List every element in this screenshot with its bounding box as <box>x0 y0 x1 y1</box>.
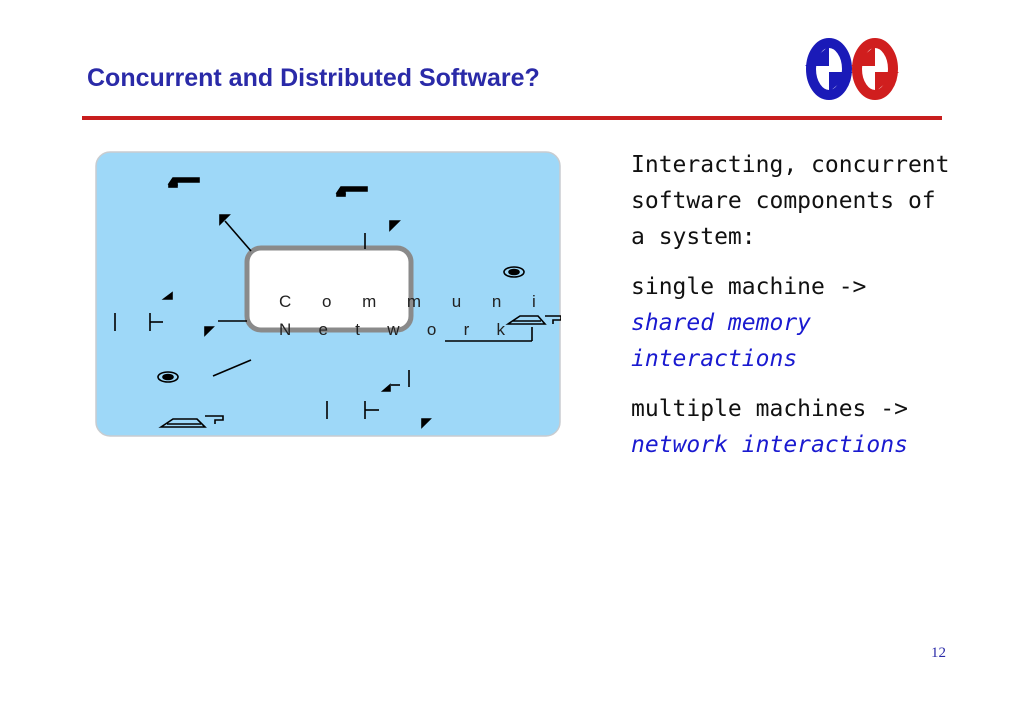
pointer-icon-1 <box>219 214 231 226</box>
link-line-5 <box>212 359 252 377</box>
shared-memory-emphasis: shared memory interactions <box>631 310 812 372</box>
terminal-icon-1 <box>505 315 561 325</box>
terminal-icon-2 <box>158 415 224 428</box>
pointer-icon-6 <box>421 418 432 429</box>
computer-icon-1 <box>167 177 200 188</box>
pointer-icon-4 <box>204 326 215 337</box>
slide-title: Concurrent and Distributed Software? <box>87 64 540 92</box>
network-diagram: C o m m u n i c N e t w o r k <box>95 151 561 437</box>
red-ring-icon <box>851 38 899 100</box>
multiple-machines-label: multiple machines -> <box>631 396 908 422</box>
link-line-1 <box>224 220 252 252</box>
page-number: 12 <box>931 645 946 661</box>
title-divider <box>82 116 942 120</box>
single-machine-label: single machine -> <box>631 274 867 300</box>
computer-icon-2 <box>335 186 368 197</box>
network-interactions-emphasis: network interactions <box>631 432 908 458</box>
logo-icon <box>805 38 899 100</box>
paragraph-multiple-machines: multiple machines -> network interaction… <box>631 391 961 463</box>
pointer-icon-2 <box>389 220 401 232</box>
pointer-icon-5 <box>380 383 391 392</box>
disk-icon-2 <box>157 371 179 383</box>
paragraph-components: Interacting, concurrent software compone… <box>631 152 950 250</box>
body-text: Interacting, concurrent software compone… <box>631 147 961 477</box>
network-box <box>244 245 414 333</box>
pointer-icon-3 <box>161 291 173 300</box>
blue-ring-icon <box>805 38 853 100</box>
paragraph-single-machine: single machine -> shared memory interact… <box>631 269 961 377</box>
network-label-line1: C o m m u n i c <box>279 292 561 311</box>
disk-icon-1 <box>503 266 525 278</box>
